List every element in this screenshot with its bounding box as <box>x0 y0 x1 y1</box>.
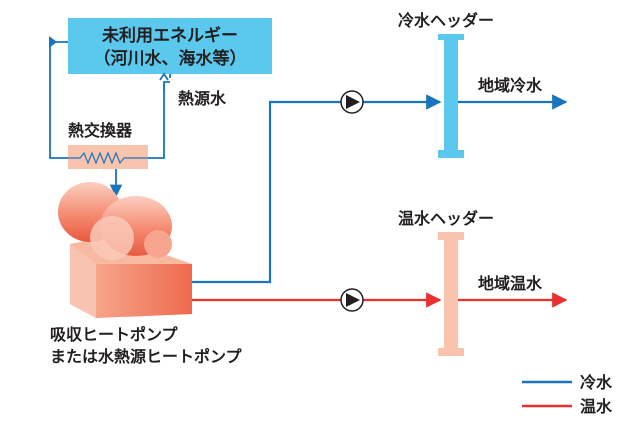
heat-pump-label-line2: または水熱源ヒートポンプ <box>50 347 243 366</box>
coil-icon <box>68 151 148 165</box>
hot-water-header: 温水ヘッダー <box>397 209 494 356</box>
heat-pump-machine <box>58 182 192 318</box>
chilled-header-label: 冷水ヘッダー <box>398 11 494 30</box>
hot-pump-triangle-icon <box>346 293 360 307</box>
heat-exchanger-label: 熱交換器 <box>68 121 133 140</box>
source-label-line2: （河川水、海水等） <box>94 48 247 69</box>
source-label-line1: 未利用エネルギー <box>101 25 238 46</box>
chilled-water-header: 冷水ヘッダー <box>398 11 494 158</box>
heat-exchanger-body <box>68 145 148 169</box>
legend-chilled-label: 冷水 <box>580 373 613 392</box>
loop-left-line <box>49 41 68 159</box>
chilled-water-supply-line <box>192 94 442 284</box>
hot-output-label: 地域温水 <box>478 274 543 293</box>
heat-pump-box-front <box>96 264 192 318</box>
hot-header-bar <box>438 232 464 356</box>
cylinder-small-icon <box>144 230 172 258</box>
legend-hot-label: 温水 <box>579 397 613 416</box>
unused-energy-source-box: 未利用エネルギー （河川水、海水等） <box>68 18 272 74</box>
hot-header-label: 温水ヘッダー <box>397 209 494 228</box>
chilled-header-bar <box>438 34 464 158</box>
heat-pump-box-side <box>70 244 96 318</box>
heat-pump-label-line1: 吸収ヒートポンプ <box>50 325 179 344</box>
cylinder-end-icon <box>90 216 134 260</box>
loop-right-line <box>148 81 170 159</box>
loop-arrow-up-icon <box>49 36 57 48</box>
heat-source-water-label: 熱源水 <box>178 89 227 108</box>
chilled-pump-triangle-icon <box>346 95 360 109</box>
chilled-output-label: 地域冷水 <box>478 76 543 95</box>
heat-source-water-loop <box>49 41 171 159</box>
legend: 冷水 温水 <box>522 373 613 416</box>
source-box-fill <box>68 18 272 74</box>
heat-exchanger: 熱交換器 <box>68 121 148 169</box>
